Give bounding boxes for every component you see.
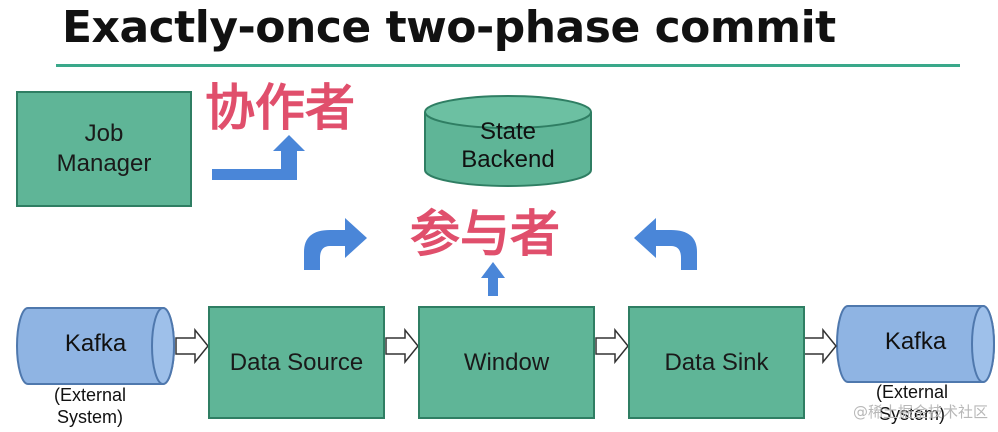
window-label: Window — [463, 348, 550, 376]
arrow-kafka-to-source — [175, 327, 209, 365]
data-sink-label: Data Sink — [664, 348, 769, 376]
job-manager-label: Job Manager — [56, 120, 152, 177]
title-underline — [56, 64, 960, 67]
kafka-source-cylinder — [16, 307, 175, 385]
slide-title: Exactly-once two-phase commit — [62, 2, 836, 53]
participant-label: 参与者 — [410, 205, 560, 263]
flow-arrows — [175, 327, 837, 365]
arrow-window-to-sink — [595, 327, 629, 365]
external-note-left: (External System) — [53, 385, 127, 427]
arrow-jobmanager-up — [212, 135, 305, 180]
job-manager-box: Job Manager — [16, 91, 192, 207]
arrow-sink-to-state — [634, 218, 697, 270]
data-sink-box: Data Sink — [628, 306, 805, 419]
arrow-source-to-window — [385, 327, 419, 365]
data-source-label: Data Source — [229, 348, 364, 376]
arrow-source-to-state — [304, 218, 367, 270]
coordinator-label: 协作者 — [205, 79, 355, 137]
blue-arrows — [212, 135, 697, 296]
arrow-window-up — [481, 262, 505, 296]
state-backend-label: State Backend — [461, 118, 555, 173]
kafka-source-label: Kafka — [64, 330, 127, 357]
data-source-box: Data Source — [208, 306, 385, 419]
external-note-right: (External System) — [875, 382, 949, 424]
kafka-sink-cylinder — [836, 305, 995, 383]
window-box: Window — [418, 306, 595, 419]
state-backend-cylinder — [424, 95, 592, 187]
kafka-sink-label: Kafka — [884, 328, 947, 355]
watermark: @稀土掘金技术社区 — [852, 403, 988, 421]
arrow-sink-to-kafka — [803, 327, 837, 365]
